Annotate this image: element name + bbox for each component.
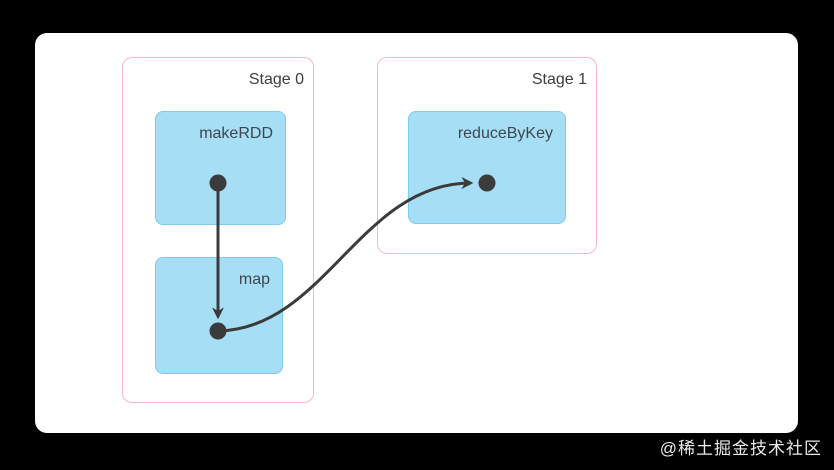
stage-1-label: Stage 1	[531, 71, 587, 88]
stage-0-label: Stage 0	[248, 71, 304, 88]
dag-canvas: Stage 0 makeRDD map Stage 1 reduceByKey	[35, 33, 798, 433]
operation-box-makerdd: makeRDD	[155, 111, 286, 225]
operation-label-makerdd: makeRDD	[199, 125, 273, 142]
operation-box-reducebykey: reduceByKey	[408, 111, 566, 224]
operation-label-map: map	[238, 271, 270, 288]
watermark: @稀土掘金技术社区	[659, 439, 822, 458]
operation-box-map: map	[155, 257, 283, 374]
operation-label-reducebykey: reduceByKey	[457, 125, 553, 142]
